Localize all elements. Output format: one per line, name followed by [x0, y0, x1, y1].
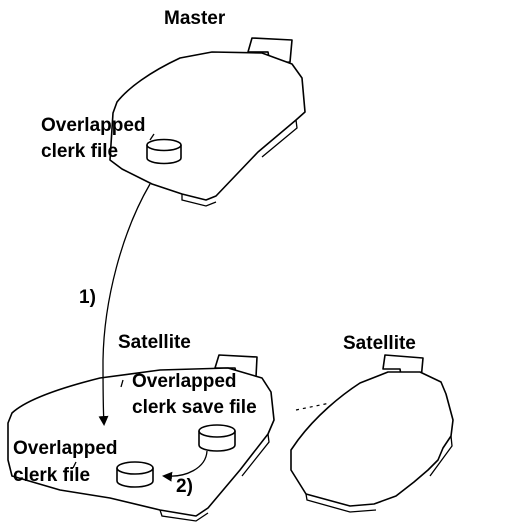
satellite-left-base-edge	[159, 509, 209, 522]
satellite-left-save-file-cylinder-icon	[198, 424, 236, 452]
master-file-label-line2: clerk file	[41, 141, 118, 162]
step1-arrow	[98, 183, 151, 426]
master-title: Master	[164, 8, 226, 29]
satellite-right-register	[290, 354, 454, 513]
save-file-leader	[120, 379, 124, 388]
master-side-edge	[261, 119, 298, 158]
satellite-right-title: Satellite	[343, 333, 416, 354]
satellite-right-side-edge	[429, 435, 453, 477]
satellite-left-register-body	[7, 367, 275, 517]
satellite-link-line	[295, 402, 331, 411]
satellite-left-save-label-line1: Overlapped	[132, 371, 237, 392]
master-file-leader	[149, 133, 155, 141]
satellite-left-register	[7, 354, 275, 522]
master-file-cylinder-icon	[146, 138, 182, 165]
step2-arrow	[162, 450, 208, 482]
step1-label: 1)	[79, 287, 96, 308]
master-base-edge	[181, 194, 217, 207]
step2-label: 2)	[176, 476, 193, 497]
satellite-left-title: Satellite	[118, 332, 191, 353]
satellite-right-register-body	[290, 371, 454, 507]
satellite-left-file-cylinder-icon	[116, 461, 154, 488]
clerk-file-leader	[72, 461, 77, 469]
satellite-left-file-label-line1: Overlapped	[13, 438, 118, 459]
satellite-left-side-edge	[241, 433, 270, 477]
master-file-label-line1: Overlapped	[41, 115, 146, 136]
satellite-left-save-label-line2: clerk save file	[132, 397, 257, 418]
satellite-right-base-edge	[305, 493, 377, 513]
satellite-left-file-label-line2: clerk file	[13, 465, 90, 486]
